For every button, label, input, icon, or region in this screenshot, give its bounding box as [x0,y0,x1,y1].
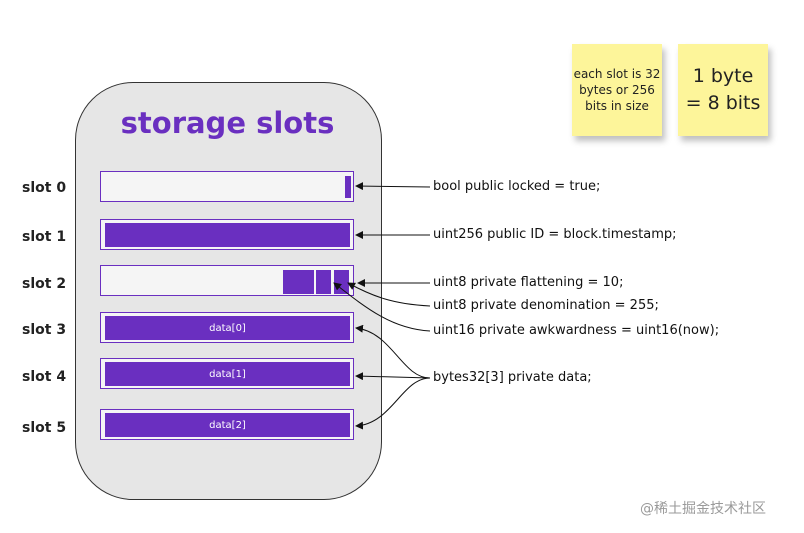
denomination-uint8-fill [316,270,331,294]
watermark: @稀土掘金技术社区 [640,501,766,517]
slot-label: slot 2 [22,276,67,292]
slot-4-box: data[1] [100,358,354,389]
diagram-title: storage slots [120,106,335,140]
slot-5-box: data[2] [100,409,354,440]
slot-size-note-text: each slot is 32 bytes or 256 bits in siz… [573,67,661,113]
slot-label: slot 5 [22,420,67,436]
slot-1-box [100,219,354,250]
byte-size-line-1: 1 byte [692,65,754,87]
slot-2-box [100,265,354,296]
arrow-denomination [347,282,431,307]
arrow-data-1 [355,372,431,381]
arrow-awkwardness [333,282,431,332]
slot-label: slot 1 [22,229,67,245]
declaration-denomination: uint8 private denomination = 255; [433,298,659,313]
locked-bool-fill [345,176,351,198]
slot-label: slot 4 [22,369,67,385]
awkwardness-uint16-fill [283,270,314,294]
sticky-note-slot-size: each slot is 32 bytes or 256 bits in siz… [572,44,662,136]
slot-3-box: data[0] [100,312,354,343]
byte-size-line-2: = 8 bits [685,92,761,114]
data-element-fill: data[1] [105,362,350,386]
slot-0-box [100,171,354,202]
byte-size-note-text: 1 byte = 8 bits [686,63,761,117]
sticky-note-byte-size: 1 byte = 8 bits [678,44,768,136]
id-uint256-fill [105,223,350,247]
slot-label: slot 0 [22,180,67,196]
declaration-id: uint256 public ID = block.timestamp; [433,227,677,242]
arrow-data-2 [355,377,431,430]
declaration-flattening: uint8 private flattening = 10; [433,275,624,290]
declaration-awkwardness: uint16 private awkwardness = uint16(now)… [433,323,720,338]
arrow-data-0 [355,324,431,379]
declaration-locked: bool public locked = true; [433,179,601,194]
data-element-fill: data[2] [105,413,350,437]
arrow-locked [355,182,431,191]
declaration-data: bytes32[3] private data; [433,370,592,385]
data-element-fill: data[0] [105,316,350,340]
slot-label: slot 3 [22,322,67,338]
